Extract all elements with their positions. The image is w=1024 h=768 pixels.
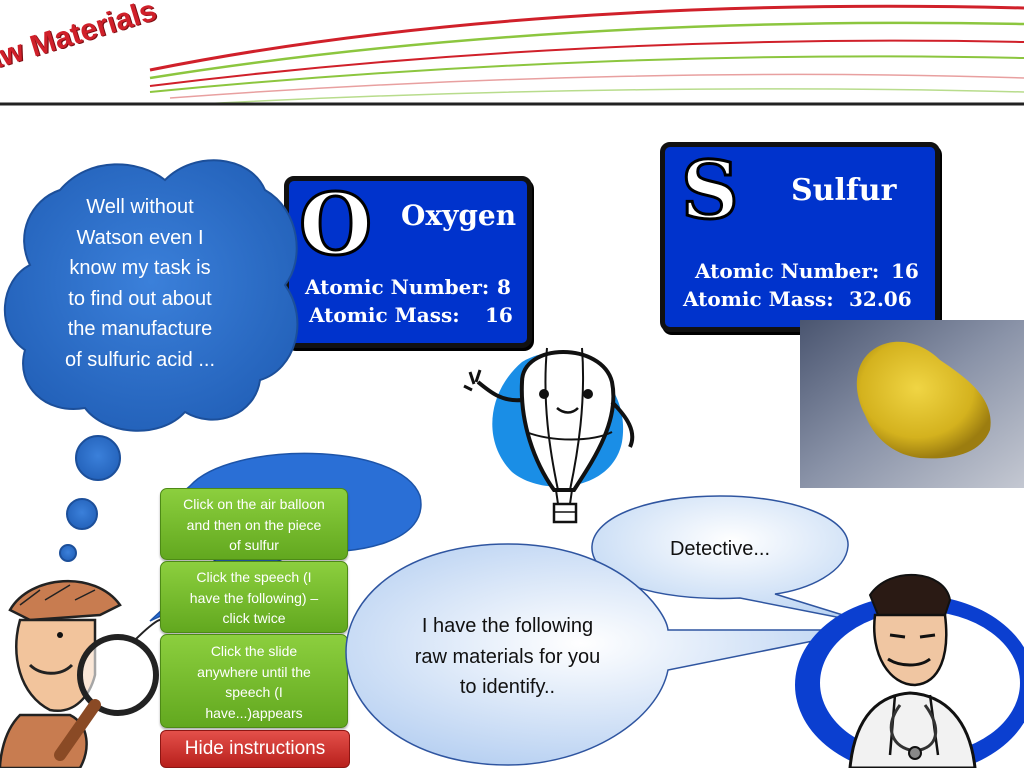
sulfur-name: Sulfur	[791, 173, 897, 208]
raw-materials-speech-bubble[interactable]	[338, 540, 878, 768]
doctor-character	[795, 574, 1024, 768]
detective-speech-bubble[interactable]	[590, 494, 880, 654]
header-swoosh-lines	[0, 4, 1024, 106]
thought-cloud-text: Well without Watson even I know my task …	[64, 196, 216, 371]
sulfur-atomic-number-label: Atomic Number:	[695, 259, 880, 283]
oxygen-atomic-number-label: Atomic Number:	[305, 275, 490, 299]
raw-materials-speech-text: I have the following raw materials for y…	[414, 615, 601, 698]
oxygen-name: Oxygen	[401, 199, 517, 232]
sulfur-atomic-number-value: 16	[891, 259, 919, 283]
thought-cloud	[3, 159, 299, 562]
detective-speech-text: Detective...	[669, 538, 771, 560]
air-balloon-character[interactable]	[462, 322, 662, 538]
instruction-step-3-button[interactable]: Click the slide anywhere until the speec…	[160, 634, 348, 728]
sulfur-atomic-mass-value: 32.06	[849, 287, 912, 311]
oxygen-atomic-number-value: 8	[497, 275, 511, 299]
sulfur-symbol: S	[680, 142, 741, 239]
instruction-step-1-button[interactable]: Click on the air balloon and then on the…	[160, 488, 348, 560]
hide-instructions-button[interactable]: Hide instructions	[160, 730, 350, 768]
oxygen-atomic-mass-label: Atomic Mass:	[309, 303, 460, 327]
oxygen-atomic-mass-value: 16	[485, 303, 513, 327]
sulfur-rock-photo[interactable]	[800, 320, 1024, 488]
oxygen-symbol: O	[297, 174, 373, 276]
sulfur-element-card: S Sulfur Atomic Number: 16 Atomic Mass: …	[660, 142, 940, 332]
instruction-step-2-button[interactable]: Click the speech (I have the following) …	[160, 561, 348, 633]
sulfur-atomic-mass-label: Atomic Mass:	[683, 287, 834, 311]
detective-character	[0, 579, 161, 768]
